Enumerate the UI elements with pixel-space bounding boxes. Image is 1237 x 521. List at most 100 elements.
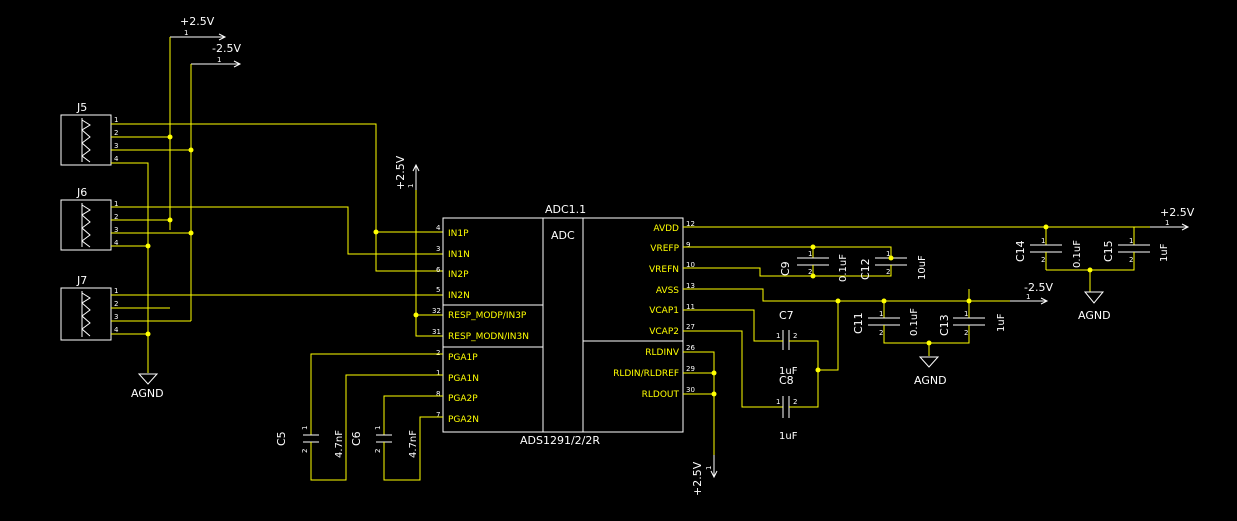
j5-pin4-wire: [111, 162, 149, 370]
junction-dot: [188, 230, 194, 236]
vrefp-wire: [683, 246, 892, 258]
junction-dot: [413, 312, 419, 318]
c8-value: 1uF: [779, 431, 798, 442]
p25-bottom-pin: 1: [705, 466, 713, 470]
pin-resp-modn: RESP_MODN/IN3N: [448, 332, 529, 342]
vcap2-wire: [683, 330, 783, 408]
pin-pga1p: PGA1P: [448, 353, 478, 363]
c12-ref: C12: [859, 258, 872, 280]
agnd-mid-label: AGND: [914, 374, 947, 387]
p25-bottom-label: +2.5V: [691, 461, 704, 496]
j5-pin4: 4: [114, 155, 119, 163]
p25-mid-pin: 1: [407, 184, 415, 188]
rld-wire: [683, 351, 715, 455]
c7-value: 1uF: [779, 366, 798, 377]
pga2n-wire: [419, 416, 443, 420]
p25-right-pin: 1: [1165, 219, 1169, 227]
c9-ref: C9: [779, 261, 792, 276]
pin-pga1n: PGA1N: [448, 374, 479, 384]
junction-dot: [711, 370, 717, 376]
j6-pin3: 3: [114, 226, 118, 234]
j7-body: [60, 287, 112, 341]
pin-num: 9: [686, 241, 690, 249]
arrow-right-icon: [1040, 297, 1049, 305]
c12-pin2: 2: [886, 268, 890, 276]
p25-rail-label: +2.5V: [180, 15, 215, 28]
pin-in2n: IN2N: [448, 291, 470, 301]
j7-contacts-icon: [81, 292, 91, 337]
p25-mid-supply: +2.5V 1: [376, 155, 443, 337]
connector-j5: J5 1 2 3 4: [60, 101, 119, 166]
c15-pin2: 2: [1129, 256, 1133, 264]
arrow-right-icon: [1181, 223, 1190, 231]
c13-pin2: 2: [964, 329, 968, 337]
ground-icon: [1083, 291, 1105, 304]
pin-num: 3: [436, 245, 440, 253]
c8-ref: C8: [779, 374, 794, 387]
c6-ref: C6: [350, 431, 363, 446]
n25-right-label: -2.5V: [1024, 281, 1053, 294]
connector-wires: [111, 123, 443, 370]
vcap1-wire: [683, 309, 780, 342]
j5-pin1-wire: [111, 123, 443, 272]
j6-pin1: 1: [114, 200, 118, 208]
j6-pin2: 2: [114, 213, 118, 221]
c5-pin1: 1: [301, 426, 309, 430]
j6-contacts-icon: [81, 204, 91, 248]
j7-pin2: 2: [114, 300, 118, 308]
j5-pin2: 2: [114, 129, 118, 137]
c15-ref: C15: [1102, 240, 1115, 262]
n25-right-pin: 1: [1026, 293, 1030, 301]
pin-num: 12: [686, 220, 695, 228]
junction-dot: [167, 134, 173, 140]
junction-dot: [167, 217, 173, 223]
j5-pin1: 1: [114, 116, 118, 124]
top-power-rails: +2.5V 1 -2.5V 1: [169, 15, 242, 321]
c6-pin2: 2: [374, 449, 382, 453]
pin-in1p: IN1P: [448, 229, 469, 239]
pin-num: 30: [686, 386, 695, 394]
pin-num: 2: [436, 349, 440, 357]
p25-rail-arrow-icon: [218, 33, 227, 41]
right-network: +2.5V 1 C14 0.1uF 1 2 C15 1uF 1 2 AGND: [683, 206, 1195, 496]
c6-pin1: 1: [374, 426, 382, 430]
avss-wire: [683, 288, 1030, 302]
p25-rail-pin: 1: [184, 29, 188, 37]
c15-value: 1uF: [1159, 243, 1170, 262]
c13-ref: C13: [938, 314, 951, 336]
pin-num: 31: [432, 328, 441, 336]
c8-right-wire: [789, 370, 819, 408]
pin-num: 7: [436, 411, 440, 419]
c12-value: 10uF: [917, 255, 928, 280]
adc-body: [442, 217, 684, 433]
vrefn-wire: [683, 265, 892, 277]
c12-pin1: 1: [886, 250, 890, 258]
n25-rail-arrow-icon: [233, 60, 242, 68]
j7-label: J7: [76, 274, 87, 287]
pin-num: 32: [432, 307, 441, 315]
pin-num: 13: [686, 282, 695, 290]
c8-pin1: 1: [776, 398, 780, 406]
p25-right-label: +2.5V: [1160, 206, 1195, 219]
ground-icon: [918, 356, 940, 368]
pin-rldout: RLDOUT: [642, 390, 680, 400]
pin-num: 8: [436, 390, 440, 398]
pga1n-wire: [345, 374, 443, 420]
c7-pin1: 1: [776, 332, 780, 340]
arrow-up-icon: [412, 163, 420, 172]
c11-ref: C11: [852, 312, 865, 334]
c11-pin1: 1: [879, 310, 883, 318]
arrow-down-icon: [710, 470, 718, 479]
pin-rldinv: RLDINV: [645, 348, 680, 358]
c13-pin1: 1: [964, 310, 968, 318]
j6-pin4: 4: [114, 239, 119, 247]
pin-avdd: AVDD: [653, 224, 679, 234]
pin-num: 29: [686, 365, 695, 373]
pin-in2p: IN2P: [448, 270, 469, 280]
c14-pin1: 1: [1041, 237, 1045, 245]
j5-contacts-icon: [81, 119, 91, 163]
c6-value: 4.7nF: [408, 430, 419, 458]
c9-value: 0.1uF: [838, 254, 849, 282]
agnd-right-label: AGND: [1078, 309, 1111, 322]
